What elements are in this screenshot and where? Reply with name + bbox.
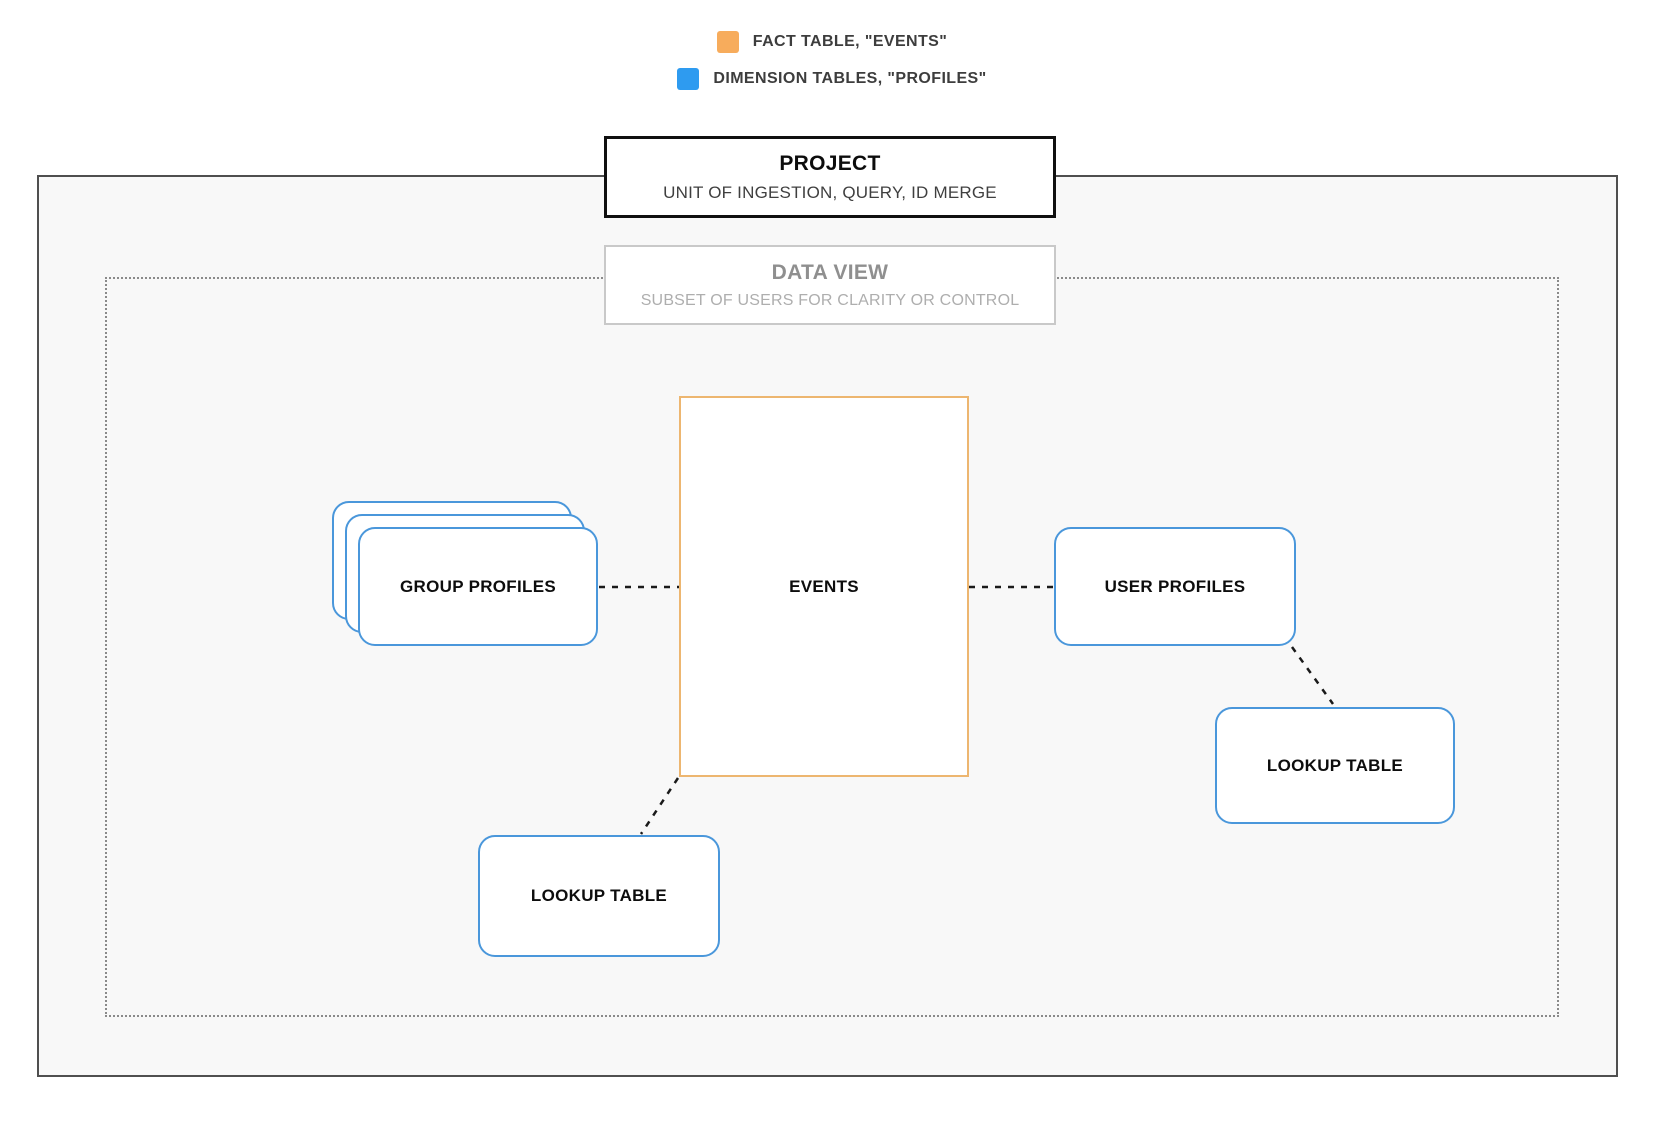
data-view-subtitle: SUBSET OF USERS FOR CLARITY OR CONTROL <box>640 291 1020 309</box>
events-node: EVENTS <box>679 396 969 777</box>
legend-item-fact-table: FACT TABLE, "EVENTS" <box>716 31 948 53</box>
group-profiles-label: GROUP PROFILES <box>400 576 556 596</box>
lookup-table-right-node: LOOKUP TABLE <box>1215 707 1455 824</box>
lookup-table-right-label: LOOKUP TABLE <box>1266 755 1404 775</box>
group-profiles-node: GROUP PROFILES <box>358 527 598 646</box>
fact-table-swatch-icon <box>716 31 739 53</box>
data-view-title-box: DATA VIEW SUBSET OF USERS FOR CLARITY OR… <box>604 245 1056 325</box>
user-profiles-node: USER PROFILES <box>1054 527 1296 646</box>
project-title-box: PROJECT UNIT OF INGESTION, QUERY, ID MER… <box>604 136 1056 218</box>
lookup-table-bottom-node: LOOKUP TABLE <box>478 835 720 957</box>
fact-table-legend-label: FACT TABLE, "EVENTS" <box>752 33 948 50</box>
dimension-tables-legend-label: DIMENSION TABLES, "PROFILES" <box>713 70 987 87</box>
project-title: PROJECT <box>779 151 881 175</box>
user-profiles-label: USER PROFILES <box>1104 576 1246 596</box>
events-label: EVENTS <box>789 576 859 596</box>
lookup-table-bottom-label: LOOKUP TABLE <box>530 886 668 905</box>
legend: FACT TABLE, "EVENTS" DIMENSION TABLES, "… <box>0 31 1664 90</box>
dimension-tables-swatch-icon <box>677 68 700 90</box>
legend-item-dimension-tables: DIMENSION TABLES, "PROFILES" <box>677 68 986 90</box>
project-subtitle: UNIT OF INGESTION, QUERY, ID MERGE <box>663 182 997 202</box>
data-view-title: DATA VIEW <box>771 260 889 284</box>
